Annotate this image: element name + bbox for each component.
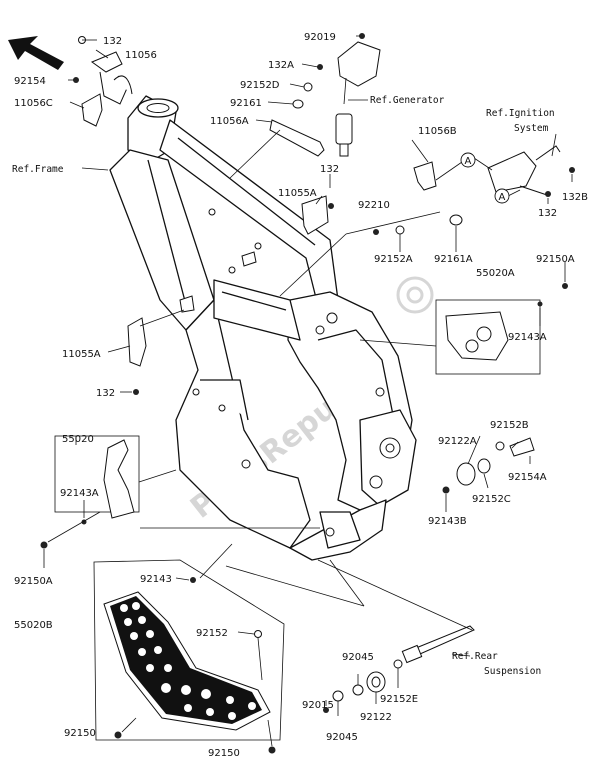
- label-11055A-left: 11055A: [62, 349, 101, 360]
- bolt-92019: [359, 33, 365, 39]
- nut-92143B: [442, 486, 450, 494]
- label-11055A-top: 11055A: [278, 188, 317, 199]
- collar-92152C: [477, 458, 491, 474]
- collar-92152E: [393, 659, 403, 669]
- collar-92152A: [395, 225, 405, 235]
- collar-92122: [366, 671, 386, 693]
- bolt-132-left: [133, 389, 139, 395]
- bolt-92150-bottom: [268, 746, 276, 754]
- label-92210: 92210: [358, 200, 390, 211]
- circle-marker-a-2: A: [494, 188, 510, 204]
- main-frame-drawing: [109, 95, 417, 561]
- bracket-11055A-left: [127, 317, 147, 367]
- part-number-labels: 132 11056 92154 11056C 92019 132A 92152D…: [14, 32, 588, 759]
- bolt-92150A-left: [40, 541, 48, 549]
- nut-92210: [373, 229, 379, 235]
- label-92045-top: 92045: [342, 652, 374, 663]
- bracket-11056: [90, 51, 133, 105]
- watermark-gear-icon: [396, 276, 434, 314]
- label-132-right: 132: [538, 208, 557, 219]
- collar-92152-skid: [254, 630, 262, 638]
- bracket-11055A-top: [301, 195, 329, 235]
- seal-92045-top: [352, 684, 364, 696]
- bolt-132-mid: [328, 203, 334, 209]
- front-direction-arrow-icon: [8, 36, 64, 70]
- nut-92143-skid: [190, 577, 196, 583]
- collar-92152D: [303, 82, 313, 92]
- bolt-92154A: [509, 437, 535, 457]
- generator-regulator: [335, 41, 381, 157]
- grommet-92161A: [449, 214, 463, 226]
- label-92152A: 92152A: [374, 254, 413, 265]
- label-92019: 92019: [304, 32, 336, 43]
- label-92154: 92154: [14, 76, 46, 87]
- label-11056A: 11056A: [210, 116, 249, 127]
- nut-92143A-right: [537, 301, 543, 307]
- ref-ignition-label-line2: System: [514, 123, 549, 134]
- ignition-coil: [487, 145, 561, 197]
- label-92122: 92122: [360, 712, 392, 723]
- label-92122A: 92122A: [438, 436, 477, 447]
- label-92154A: 92154A: [508, 472, 547, 483]
- label-55020: 55020: [62, 434, 94, 445]
- label-92143B: 92143B: [428, 516, 467, 527]
- collar-92122A: [456, 462, 476, 486]
- seal-92045-bottom: [332, 690, 344, 702]
- label-92143: 92143: [140, 574, 172, 585]
- label-11056C: 11056C: [14, 98, 53, 109]
- collar-92152B: [495, 441, 505, 451]
- label-92150A-top: 92150A: [536, 254, 575, 265]
- label-92152: 92152: [196, 628, 228, 639]
- label-92161A: 92161A: [434, 254, 473, 265]
- label-92152E: 92152E: [380, 694, 418, 705]
- svg-text:A: A: [499, 192, 506, 203]
- label-11056: 11056: [125, 50, 157, 61]
- leader-lines: [43, 35, 573, 747]
- bolt-92150-left: [114, 731, 122, 739]
- label-92045-bottom: 92045: [326, 732, 358, 743]
- bracket-11056C: [81, 93, 103, 127]
- label-92143A-right: 92143A: [508, 332, 547, 343]
- skid-plate-55020B: [93, 559, 285, 741]
- bolt-92150A-top: [562, 283, 568, 289]
- label-11056B: 11056B: [418, 126, 457, 137]
- circle-marker-a-1: A: [460, 152, 476, 168]
- bolt-132A: [317, 64, 323, 70]
- label-92150A-left: 92150A: [14, 576, 53, 587]
- label-92152B: 92152B: [490, 420, 529, 431]
- label-132B: 132B: [562, 192, 588, 203]
- svg-text:A: A: [465, 156, 472, 167]
- label-92161: 92161: [230, 98, 262, 109]
- label-132-top: 132: [103, 36, 122, 47]
- bolt-132-right: [545, 191, 551, 197]
- bolt-132B: [569, 167, 575, 173]
- label-55020B: 55020B: [14, 620, 53, 631]
- bolt-92154: [73, 77, 79, 83]
- rear-suspension-bolt: [401, 625, 475, 664]
- grommet-92161: [292, 99, 304, 109]
- ref-rear-label-line1: Ref.Rear: [452, 651, 498, 662]
- ref-rear-label-line2: Suspension: [484, 666, 541, 677]
- label-132-left: 132: [96, 388, 115, 399]
- bolt-132-top: [78, 36, 97, 44]
- label-55020A: 55020A: [476, 268, 515, 279]
- ref-ignition-label-line1: Ref.Ignition: [486, 108, 555, 119]
- guard-55020: [54, 435, 140, 519]
- label-132-mid: 132: [320, 164, 339, 175]
- label-92150-bottom: 92150: [208, 748, 240, 759]
- ref-generator-label: Ref.Generator: [370, 95, 445, 106]
- label-92152D: 92152D: [240, 80, 280, 91]
- label-92015: 92015: [302, 700, 334, 711]
- guard-55020A: [435, 299, 541, 375]
- label-132A: 132A: [268, 60, 294, 71]
- ref-frame-label: Ref.Frame: [12, 164, 64, 175]
- label-92150-left: 92150: [64, 728, 96, 739]
- label-92152C: 92152C: [472, 494, 511, 505]
- label-92143A-left: 92143A: [60, 488, 99, 499]
- bracket-11056A: [269, 119, 325, 157]
- bracket-11056B: [413, 161, 437, 191]
- nut-92015: [323, 707, 329, 713]
